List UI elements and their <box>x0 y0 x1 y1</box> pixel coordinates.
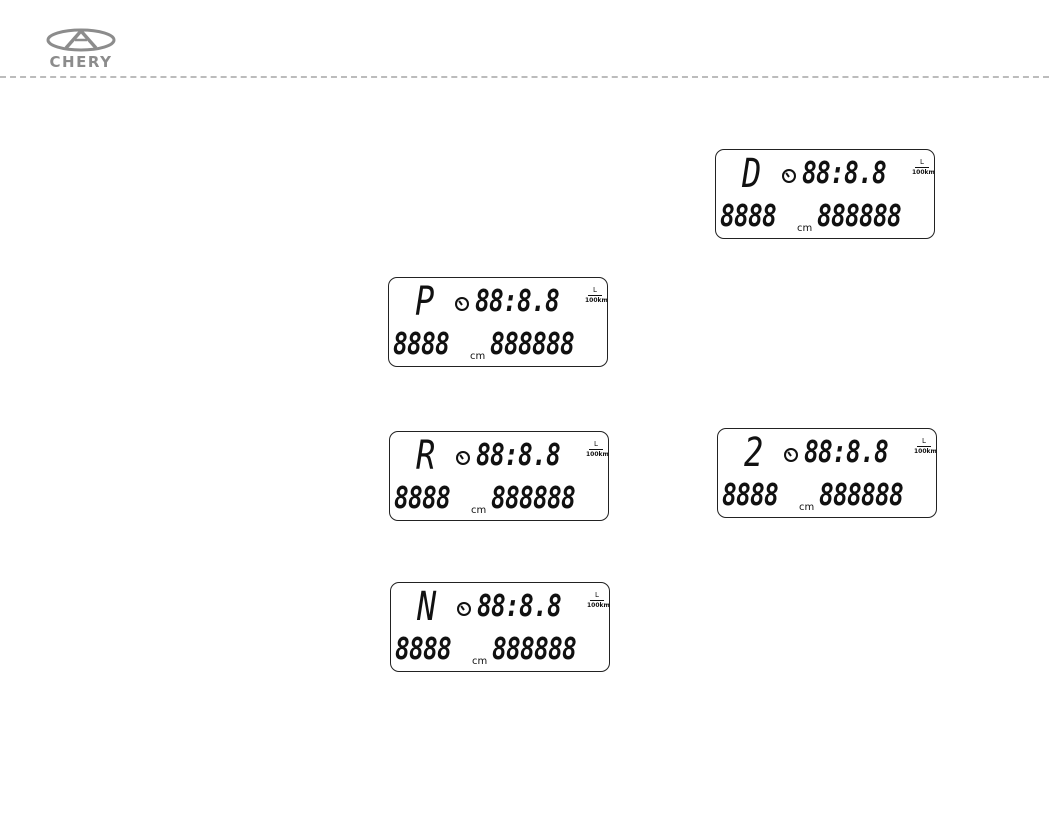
odometer-digits: 888888 <box>492 633 576 667</box>
gear-indicator: R <box>416 434 435 478</box>
fuel-unit-label: L 100km <box>914 437 934 456</box>
fuel-unit-denominator: 100km <box>587 601 607 610</box>
unit-label: cm <box>797 223 812 235</box>
odometer-digits: 888888 <box>817 200 901 234</box>
fuel-unit-denominator: 100km <box>912 168 932 177</box>
clock-icon <box>456 451 470 465</box>
lcd-display-r: R 88:8.8 L 100km 8888 cm 888888 <box>389 431 609 521</box>
gear-indicator: P <box>415 280 434 324</box>
lcd-display-n: N 88:8.8 L 100km 8888 cm 888888 <box>390 582 610 672</box>
trip-digits: 8888 <box>393 328 449 362</box>
page-header: CHERY <box>0 0 1049 80</box>
odometer-digits: 888888 <box>819 479 903 513</box>
fuel-unit-label: L 100km <box>912 158 932 177</box>
clock-icon <box>455 297 469 311</box>
unit-label: cm <box>470 351 485 363</box>
odometer-digits: 888888 <box>491 482 575 516</box>
clock-icon <box>784 448 798 462</box>
time-digits: 88:8.8 <box>802 157 886 191</box>
unit-label: cm <box>471 505 486 517</box>
time-digits: 88:8.8 <box>476 439 560 473</box>
lcd-display-d: D 88:8.8 L 100km 8888 cm 888888 <box>715 149 935 239</box>
trip-digits: 8888 <box>394 482 450 516</box>
fuel-unit-denominator: 100km <box>914 447 934 456</box>
lcd-display-2: 2 88:8.8 L 100km 8888 cm 888888 <box>717 428 937 518</box>
fuel-unit-denominator: 100km <box>586 450 606 459</box>
lcd-display-p: P 88:8.8 L 100km 8888 cm 888888 <box>388 277 608 367</box>
gear-indicator: 2 <box>744 431 763 475</box>
header-divider <box>0 76 1049 78</box>
chery-emblem-icon <box>44 28 118 54</box>
fuel-unit-denominator: 100km <box>585 296 605 305</box>
gear-indicator: D <box>742 152 761 196</box>
fuel-unit-label: L 100km <box>586 440 606 459</box>
chery-logo: CHERY <box>44 28 118 72</box>
logo-wordmark: CHERY <box>44 53 118 71</box>
trip-digits: 8888 <box>395 633 451 667</box>
fuel-unit-label: L 100km <box>587 591 607 610</box>
fuel-unit-label: L 100km <box>585 286 605 305</box>
time-digits: 88:8.8 <box>477 590 561 624</box>
odometer-digits: 888888 <box>490 328 574 362</box>
time-digits: 88:8.8 <box>475 285 559 319</box>
clock-icon <box>782 169 796 183</box>
trip-digits: 8888 <box>720 200 776 234</box>
unit-label: cm <box>799 502 814 514</box>
trip-digits: 8888 <box>722 479 778 513</box>
gear-indicator: N <box>417 585 436 629</box>
fuel-unit-numerator: L <box>917 437 931 447</box>
fuel-unit-numerator: L <box>590 591 604 601</box>
fuel-unit-numerator: L <box>915 158 929 168</box>
time-digits: 88:8.8 <box>804 436 888 470</box>
fuel-unit-numerator: L <box>589 440 603 450</box>
clock-icon <box>457 602 471 616</box>
unit-label: cm <box>472 656 487 668</box>
fuel-unit-numerator: L <box>588 286 602 296</box>
